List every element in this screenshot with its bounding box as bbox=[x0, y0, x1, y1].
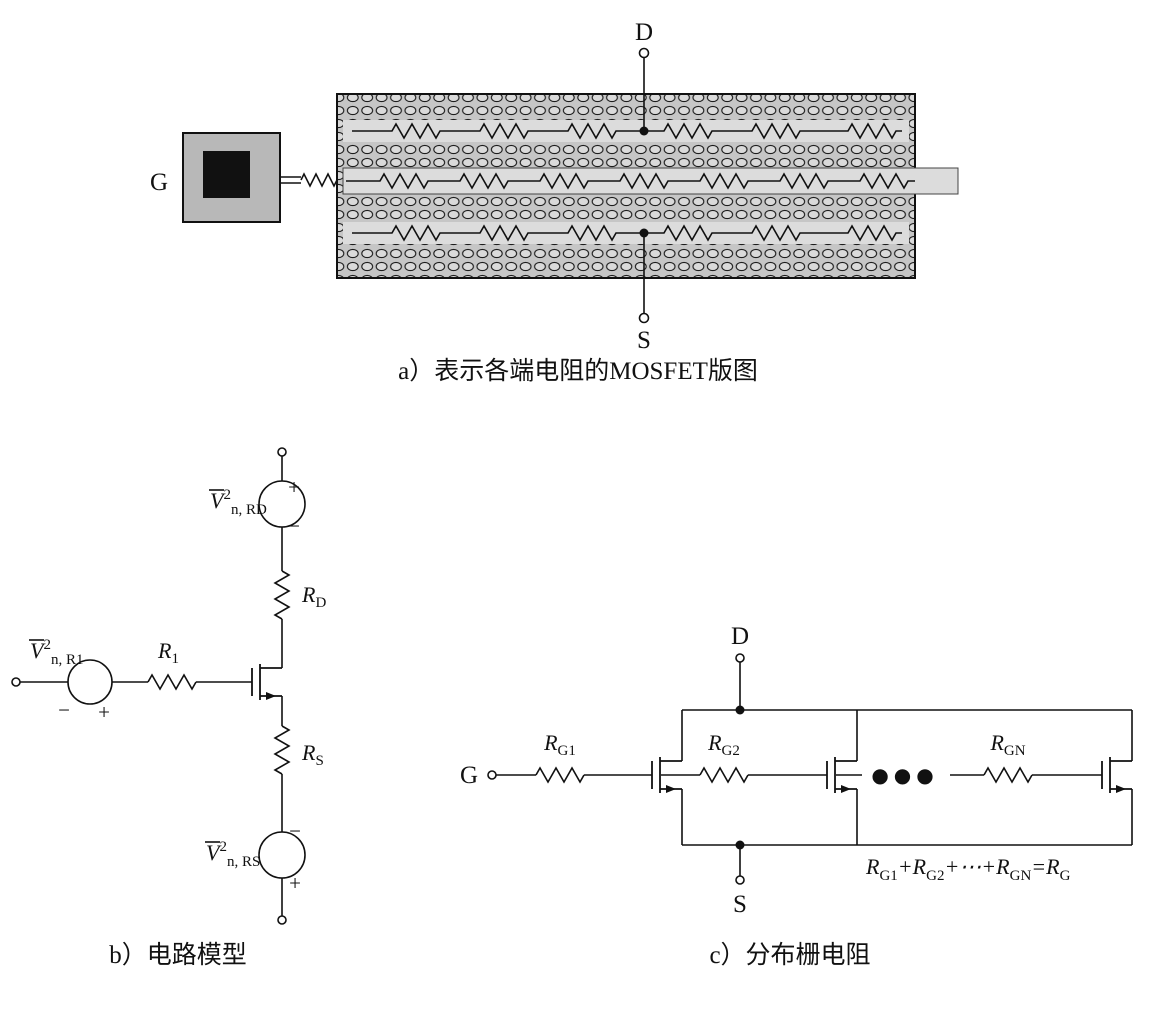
panel-a-layout: D G S a）表示各端电阻的MOSFET版图 bbox=[150, 19, 959, 385]
gate-pad-resistor bbox=[300, 172, 338, 188]
noise-source-rs bbox=[258, 831, 306, 879]
label-rg2: RG2 bbox=[707, 730, 740, 759]
mosfet-b bbox=[251, 663, 283, 701]
label-s-c: S bbox=[733, 891, 747, 918]
resistor-rd bbox=[274, 570, 290, 620]
label-d-c: D bbox=[731, 623, 749, 650]
label-rs: RS bbox=[301, 740, 324, 769]
gate-terminal-b bbox=[11, 677, 21, 687]
source-terminal-a bbox=[638, 312, 650, 324]
caption-c: c）分布栅电阻 bbox=[709, 941, 870, 969]
label-g-a: G bbox=[150, 169, 168, 196]
minus-sign-rs: − bbox=[289, 819, 301, 843]
source-terminal-c bbox=[735, 875, 745, 885]
label-s-a: S bbox=[637, 327, 651, 354]
panel-c-wires bbox=[496, 662, 1133, 876]
drain-terminal-c bbox=[735, 653, 745, 663]
plus-sign-r1: + bbox=[98, 700, 110, 724]
panel-b-circuit-model: + − − + − + V2n, RD V2n, R1 V2n, RS RD R… bbox=[11, 447, 326, 969]
drain-terminal-a bbox=[638, 47, 650, 59]
resistor-rgn bbox=[983, 767, 1033, 783]
label-rg1: RG1 bbox=[543, 730, 576, 759]
source-terminal-b bbox=[277, 915, 287, 925]
resistor-r1 bbox=[147, 674, 197, 690]
label-vn-r1: V2n, R1 bbox=[30, 637, 83, 668]
drain-rail-node bbox=[735, 705, 745, 715]
minus-sign-r1: − bbox=[58, 698, 70, 722]
label-rd: RD bbox=[301, 582, 326, 611]
minus-sign-rd: − bbox=[288, 514, 300, 538]
gate-terminal-c bbox=[487, 770, 497, 780]
source-rail-node bbox=[735, 840, 745, 850]
resistor-rs bbox=[274, 725, 290, 775]
noise-source-rd bbox=[258, 480, 306, 528]
label-vn-rd: V2n, RD bbox=[210, 487, 267, 518]
panel-b-wires bbox=[20, 456, 283, 916]
plus-sign-rd: + bbox=[288, 475, 300, 499]
noise-source-r1 bbox=[67, 659, 113, 705]
label-rgn: RGN bbox=[989, 730, 1025, 759]
caption-a: a）表示各端电阻的MOSFET版图 bbox=[398, 357, 758, 385]
gate-resistance-equation: RG1+RG2+⋯+RGN=RG bbox=[865, 854, 1071, 884]
plus-sign-rs: + bbox=[289, 871, 301, 895]
label-g-c: G bbox=[460, 762, 478, 789]
panel-c-distributed-gate: ●●● D G S RG1 RG2 RGN RG1+RG2+⋯+RGN=RG c… bbox=[460, 623, 1133, 969]
segment-ellipsis: ●●● bbox=[871, 763, 938, 787]
gate-pad-wires bbox=[280, 176, 301, 184]
mosfet-segment-n bbox=[1101, 756, 1133, 794]
drain-terminal-b bbox=[277, 447, 287, 457]
caption-b: b）电路模型 bbox=[109, 941, 247, 969]
gate-resistance-chain bbox=[346, 172, 915, 190]
source-tap-node bbox=[639, 228, 649, 238]
resistor-rg2 bbox=[699, 767, 749, 783]
label-r1: R1 bbox=[157, 638, 179, 667]
label-d-a: D bbox=[635, 19, 653, 46]
gate-pad-contact bbox=[203, 151, 250, 198]
label-vn-rs: V2n, RS bbox=[206, 839, 260, 870]
drain-tap-node bbox=[639, 126, 649, 136]
resistor-rg1 bbox=[535, 767, 585, 783]
